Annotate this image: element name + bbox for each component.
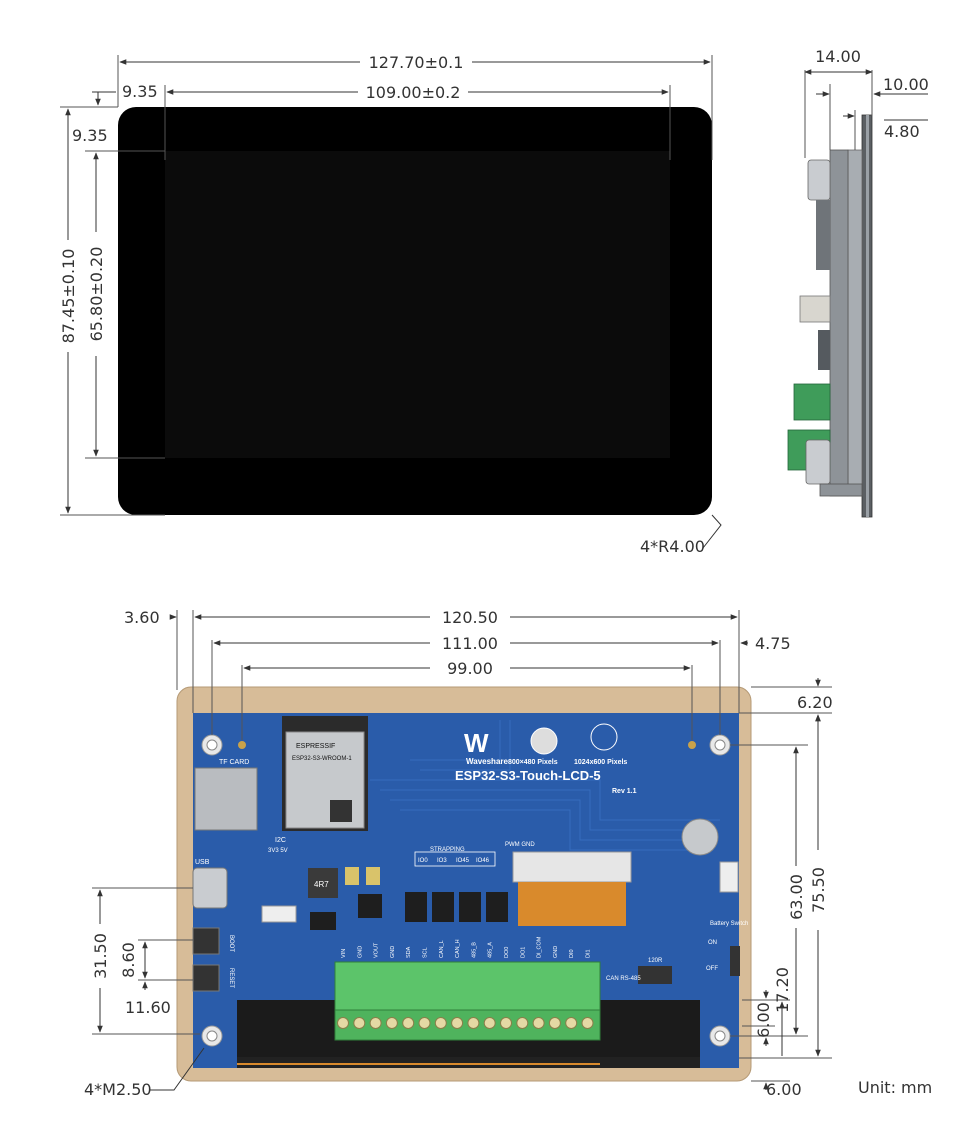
dim-active-height: 65.80±0.20	[87, 247, 106, 342]
terminal-label: DI1	[586, 949, 592, 958]
svg-text:ESP32-S3-WROOM-1: ESP32-S3-WROOM-1	[292, 756, 352, 762]
svg-text:800×480 Pixels: 800×480 Pixels	[508, 759, 558, 766]
dim-board-width: 120.50	[442, 608, 498, 627]
terminal-screw	[337, 1017, 349, 1029]
dim-panel-depth: 4.80	[884, 122, 920, 141]
terminal-screw	[565, 1017, 578, 1029]
svg-text:ON: ON	[708, 940, 717, 946]
dim-left-margin: 9.35	[122, 82, 158, 101]
svg-text:Waveshare: Waveshare	[466, 757, 509, 766]
terminal-label: DI_COM	[537, 936, 543, 958]
battery-switch	[730, 946, 740, 976]
svg-text:1024x600 Pixels: 1024x600 Pixels	[574, 759, 627, 766]
back-view: ESPRESSIF ESP32-S3-WROOM-1 TF CARD USB B…	[176, 686, 752, 1082]
svg-text:3V3 5V: 3V3 5V	[268, 848, 288, 854]
terminal-label: 485_B	[471, 942, 477, 958]
tf-card-slot	[194, 767, 258, 831]
dim-button-offset: 11.60	[125, 998, 171, 1017]
dim-mount-holes: 4*M2.50	[84, 1080, 152, 1099]
svg-text:I2C: I2C	[275, 837, 286, 844]
svg-text:RESET: RESET	[228, 968, 234, 988]
terminal-label: CAN_L	[439, 940, 445, 958]
active-area	[165, 151, 670, 458]
svg-text:4R7: 4R7	[314, 880, 329, 889]
terminal-label: GND	[390, 946, 396, 958]
side-view: 14.00 10.00 4.80	[787, 47, 929, 518]
terminal-screw	[353, 1017, 366, 1029]
svg-text:120R: 120R	[648, 958, 663, 964]
dim-small-offset: 6.00	[754, 1002, 773, 1038]
terminal-screw	[581, 1017, 594, 1029]
svg-text:IO46: IO46	[476, 858, 490, 864]
dim-corner-radius: 4*R4.00	[640, 537, 705, 556]
svg-text:TF CARD: TF CARD	[219, 759, 249, 766]
terminal-screw	[532, 1017, 545, 1029]
terminal-label: SCL	[423, 947, 429, 958]
svg-text:Battery Switch: Battery Switch	[710, 921, 748, 927]
terminal-label: VOUT	[374, 942, 380, 958]
dim-hole-span-inner: 99.00	[447, 659, 493, 678]
svg-text:STRAPPING: STRAPPING	[430, 847, 465, 853]
dim-module-depth: 10.00	[883, 75, 929, 94]
dim-right-lower: 17.20	[773, 967, 792, 1013]
dim-active-width: 109.00±0.2	[366, 83, 461, 102]
board-model: ESP32-S3-Touch-LCD-5	[455, 768, 601, 783]
dim-overall-width: 127.70±0.1	[369, 53, 464, 72]
dim-left-offset: 3.60	[124, 608, 160, 627]
front-view: 127.70±0.1 109.00±0.2 9.35 9.35 87.45±0.…	[59, 53, 722, 556]
svg-text:CAN RS-485: CAN RS-485	[606, 976, 641, 982]
coin-cell-holder	[681, 818, 719, 856]
svg-text:Rev 1.1: Rev 1.1	[612, 788, 637, 795]
dim-hole-span-vertical: 63.00	[787, 874, 806, 920]
esp32-module: ESPRESSIF ESP32-S3-WROOM-1	[282, 716, 368, 831]
terminal-screw	[483, 1017, 496, 1029]
usb-c-port	[192, 867, 228, 909]
terminal-label: DI0	[569, 949, 575, 958]
svg-text:USB: USB	[195, 859, 210, 866]
terminal-label: VIN	[341, 949, 347, 958]
dim-hole-span-outer: 111.00	[442, 634, 498, 653]
terminal-label: DO1	[520, 947, 526, 958]
dim-board-height: 75.50	[809, 867, 828, 913]
terminal-screw	[402, 1017, 415, 1029]
terminal-label: GND	[553, 946, 559, 958]
dim-overall-height: 87.45±0.10	[59, 249, 78, 344]
terminal-screw	[467, 1017, 480, 1029]
terminal-label: DO0	[504, 947, 510, 958]
svg-text:OFF: OFF	[706, 966, 718, 972]
svg-text:BOOT: BOOT	[228, 935, 234, 952]
back-view-dimensions: 3.60 120.50 111.00 99.00 4.75 6.20 63.00…	[84, 608, 833, 1099]
terminal-screw	[434, 1017, 447, 1029]
terminal-screw	[369, 1017, 382, 1029]
dim-bottom-offset: 6.00	[766, 1080, 802, 1099]
fpc-cable	[518, 882, 626, 926]
terminal-label: CAN_H	[455, 939, 461, 958]
terminal-screw	[451, 1017, 464, 1029]
svg-text:IO3: IO3	[437, 858, 447, 864]
dim-top-offset: 6.20	[797, 693, 833, 712]
dim-usb-region: 31.50	[91, 933, 110, 979]
dim-top-margin: 9.35	[72, 126, 108, 145]
brand-logo: W	[464, 728, 489, 758]
terminal-screw	[418, 1017, 431, 1029]
terminal-screw	[385, 1017, 398, 1029]
svg-text:PWM GND: PWM GND	[505, 842, 535, 848]
terminal-label: GND	[357, 946, 363, 958]
terminal-screw	[548, 1017, 561, 1029]
terminal-label: SDA	[406, 946, 412, 958]
dim-button-spacing: 8.60	[119, 942, 138, 978]
svg-text:ESPRESSIF: ESPRESSIF	[296, 743, 335, 750]
boot-button	[192, 927, 220, 955]
reset-button	[192, 964, 220, 992]
svg-text:IO45: IO45	[456, 858, 470, 864]
terminal-screw	[500, 1017, 512, 1029]
terminal-label: 485_A	[488, 942, 494, 958]
svg-text:IO0: IO0	[418, 858, 428, 864]
terminal-screw	[516, 1017, 529, 1029]
dim-total-depth: 14.00	[815, 47, 861, 66]
dim-right-offset: 4.75	[755, 634, 791, 653]
fpc-connector	[512, 851, 632, 883]
unit-label: Unit: mm	[858, 1078, 933, 1097]
